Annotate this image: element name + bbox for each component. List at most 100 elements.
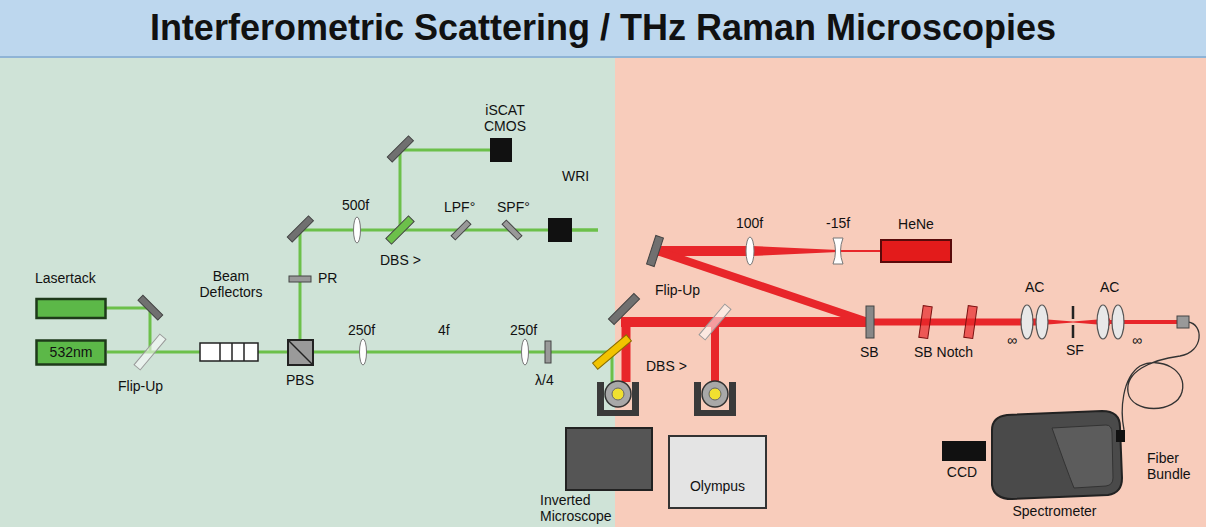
optic-part [632,382,639,414]
optic-part [833,238,843,264]
optic-part [360,339,367,365]
optic-part [299,230,302,352]
mirrors [138,136,663,325]
part-label: Flip-Up [655,282,700,298]
optic-part [490,138,512,162]
optic-part [881,240,951,262]
node-label: WRI [562,168,602,184]
part-label: ∞ [1007,332,1017,348]
optic-part [647,235,664,266]
part-label: Flip-Up [118,378,163,394]
optic-part [399,150,402,230]
part-label: SPF° [497,199,530,215]
laser-box: HeNe [880,216,952,264]
optic-part [288,340,313,365]
optic-part [219,343,221,361]
part-label: DBS > [646,358,687,374]
title-bar: Interferometric Scattering / THz Raman M… [0,0,1206,58]
part-label: Beam Deflectors [192,268,270,300]
optic-part [288,340,313,365]
part-label: LPF° [444,199,475,215]
optic-part [502,220,522,240]
optic-part [243,343,245,361]
title-text: Interferometric Scattering / THz Raman M… [150,7,1056,48]
node-label: Lasertack [35,270,107,286]
part-label: SB [860,344,879,360]
optic-part [1021,305,1033,339]
spectrometer: Spectrometer [982,408,1127,524]
part-label: 100f [736,215,763,231]
optic-part [548,218,572,242]
camera-box: iSCAT CMOS [475,102,535,164]
optic-part [522,339,529,365]
optic-part [608,293,639,324]
optic-part [400,149,490,152]
filters [134,216,977,370]
optic-part [386,216,414,244]
optic-part [138,295,163,320]
camera-box: WRI [548,168,602,244]
optic-part [1036,305,1048,339]
optic-part [451,220,471,240]
green-beams [105,150,612,382]
optic-part [354,217,361,243]
optic-part [1072,325,1075,338]
part-label: PR [318,270,337,286]
part-label: DBS > [380,252,421,268]
pbs-cube [288,340,313,365]
red-beams [621,246,1178,382]
optic-part [866,306,874,338]
spatial-filter [1072,306,1075,338]
part-label: PBS [286,372,314,388]
optic-part [387,136,413,162]
part-label: -15f [826,215,850,231]
fiber-coupler [1177,316,1189,328]
laser-box: 532nm [35,339,107,366]
ccd-camera: CCD [936,438,988,486]
optic-part [669,436,766,508]
part-label: SF [1066,342,1084,358]
optic-part [621,317,868,327]
node-label: Spectrometer [982,503,1127,519]
node-label: iSCAT CMOS [475,102,535,134]
optic-part [1112,305,1124,339]
optic-part [566,428,652,490]
optic-part [992,411,1122,499]
node-label: Olympus [665,478,770,494]
microscope: Inverted Microscope [540,372,665,527]
part-label: Fiber Bundle [1147,450,1203,482]
optic-part [964,306,977,339]
beam-deflectors [200,343,258,361]
optical-fiber [1122,322,1199,430]
part-label: AC [1025,279,1044,295]
optic-part [746,237,754,265]
part-label: AC [1100,279,1119,295]
optic-part [702,381,728,407]
optic-part [729,382,736,414]
part-label: λ/4 [535,372,554,388]
optic-part [545,341,551,363]
optic-part [919,306,932,339]
optic-part [289,276,311,282]
optic-part [105,307,150,310]
optic-part [287,216,313,242]
optic-part [868,319,1035,326]
lenses [354,217,844,365]
part-label: 250f [510,322,537,338]
wri-beam [572,229,598,232]
optic-part [612,388,624,400]
microscope-shape [665,372,770,517]
node-label: 532nm [35,344,107,360]
optic-part [231,343,233,361]
optic-part [605,381,631,407]
optic-part [597,410,639,416]
optic-part [699,304,731,340]
optic-part [1072,306,1075,319]
optic-part [1116,430,1125,442]
node-label: HeNe [880,216,952,232]
part-label: 250f [348,322,375,338]
optic-part [942,441,986,461]
optic-part [752,246,838,256]
node-label: Inverted Microscope [540,492,628,524]
optic-part [37,299,106,318]
